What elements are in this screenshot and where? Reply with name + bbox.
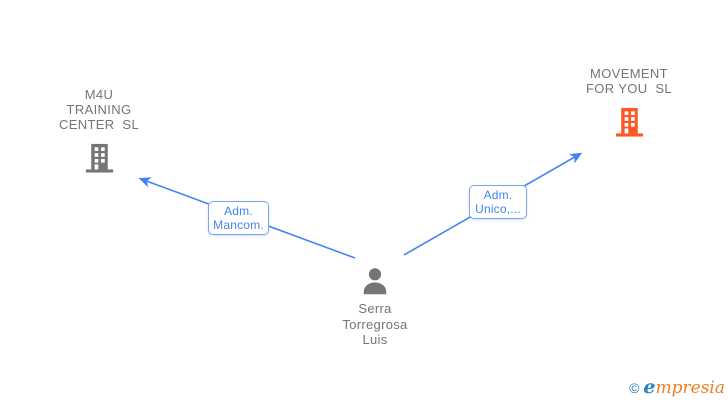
- person-name-label: Serra Torregrosa Luis: [342, 301, 408, 347]
- edge-label-adm-unico[interactable]: Adm. Unico,...: [469, 185, 527, 219]
- building-icon: [83, 141, 116, 175]
- brand-logo-text: empresia: [643, 376, 726, 398]
- company-name-label: MOVEMENT FOR YOU SL: [586, 66, 672, 96]
- node-person-serra-torregrosa-luis[interactable]: Serra Torregrosa Luis: [295, 266, 455, 348]
- building-icon: [613, 105, 646, 139]
- person-icon: [359, 266, 391, 298]
- node-company-m4u-training-center[interactable]: M4U TRAINING CENTER SL: [19, 87, 179, 175]
- company-name-label: M4U TRAINING CENTER SL: [58, 87, 140, 132]
- node-company-movement-for-you[interactable]: MOVEMENT FOR YOU SL: [549, 66, 709, 139]
- brand-text-rest: mpresia: [655, 378, 726, 398]
- empresia-watermark: © empresia: [629, 376, 726, 398]
- copyright-icon: ©: [629, 380, 640, 396]
- brand-letter-e: e: [643, 376, 656, 398]
- edge-label-adm-mancom[interactable]: Adm. Mancom.: [208, 201, 269, 235]
